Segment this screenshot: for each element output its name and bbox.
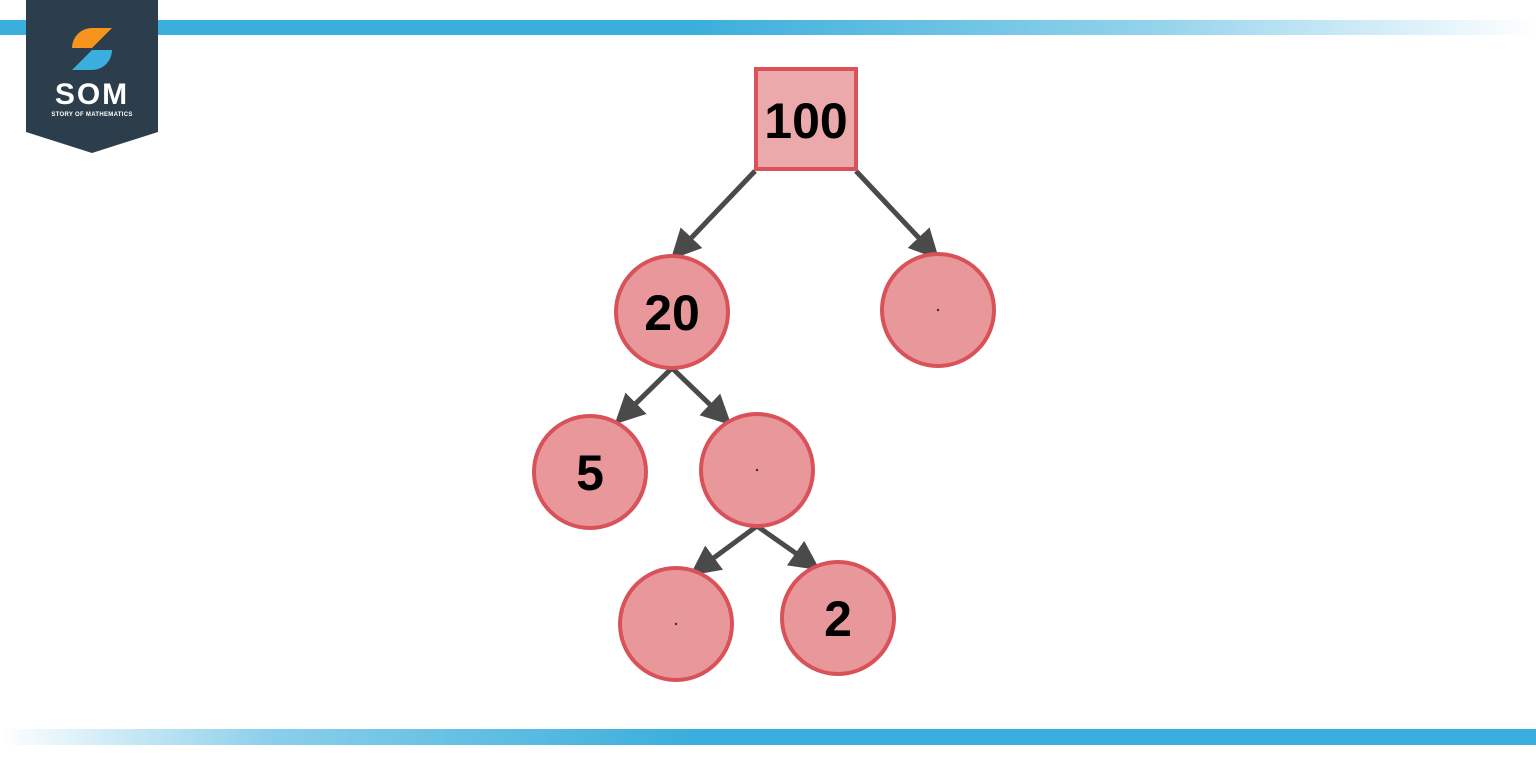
tree-node-nblank_right: [880, 252, 996, 368]
tree-node-n5: 5: [532, 414, 648, 530]
node-circle: [532, 414, 648, 530]
empty-node-dot: [755, 468, 759, 472]
logo-badge: [26, 0, 158, 153]
root-square: [754, 67, 858, 171]
edge-root-to-nblank_right: [854, 169, 940, 260]
tree-node-n20: 20: [614, 254, 730, 370]
node-label-n20: 20: [644, 285, 700, 341]
logo-name: SOM: [54, 78, 130, 111]
node-label-n2: 2: [824, 591, 852, 647]
som-logo: SOM STORY OF MATHEMATICS: [26, 0, 158, 153]
edge-root-to-n20: [670, 169, 757, 260]
logo-tagline: STORY OF MATHEMATICS: [51, 112, 133, 118]
tree-node-n2: 2: [780, 560, 896, 676]
tree-node-nblank_bottom: [618, 566, 734, 682]
node-circle: [780, 560, 896, 676]
logo-blue-mark: [92, 50, 112, 70]
edge-n20-to-n5: [614, 366, 674, 425]
edge-nblank_mid-to-n2: [755, 523, 821, 571]
node-circle: [614, 254, 730, 370]
empty-node-dot: [674, 622, 678, 626]
edge-nblank_mid-to-nblank_bottom: [689, 523, 759, 576]
tree-node-root: 100: [754, 67, 858, 171]
edge-n20-to-nblank_mid: [670, 366, 732, 426]
empty-node-dot: [936, 308, 940, 312]
node-label-n5: 5: [576, 445, 604, 501]
top-accent-stripe: [0, 20, 1536, 35]
logo-orange-mark: [72, 28, 92, 48]
bottom-accent-stripe: [0, 729, 1536, 745]
tree-node-nblank_mid: [699, 412, 815, 528]
node-label-root: 100: [764, 93, 847, 149]
